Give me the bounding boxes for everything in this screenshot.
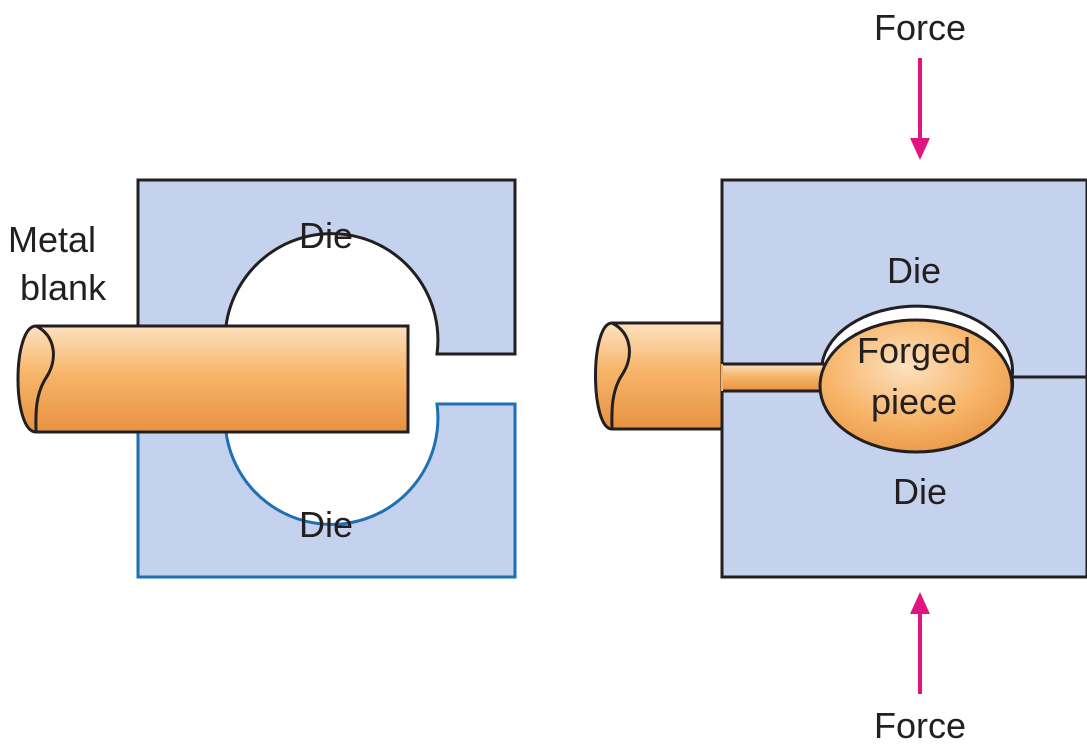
label-force-bottom: Force bbox=[874, 705, 966, 746]
forged-piece bbox=[818, 318, 1014, 454]
metal-blank bbox=[16, 324, 410, 434]
forged-stem-end-curve bbox=[610, 321, 631, 430]
metal-blank-end-curve bbox=[34, 324, 55, 433]
label-right-lower-die: Die bbox=[893, 471, 947, 512]
force-arrow-down bbox=[910, 58, 930, 160]
label-left-upper-die: Die bbox=[299, 215, 353, 256]
label-piece: piece bbox=[871, 381, 957, 422]
label-forged: Forged bbox=[857, 330, 971, 371]
label-metal: Metal bbox=[8, 219, 96, 260]
force-arrow-up bbox=[910, 592, 930, 694]
right-upper-die bbox=[720, 178, 1087, 379]
label-force-top: Force bbox=[874, 7, 966, 48]
left-upper-die bbox=[136, 178, 517, 356]
label-blank: blank bbox=[20, 267, 107, 308]
label-right-upper-die: Die bbox=[887, 250, 941, 291]
forged-neck bbox=[722, 362, 828, 393]
label-left-lower-die: Die bbox=[299, 504, 353, 545]
forged-stem bbox=[594, 321, 724, 431]
left-lower-die bbox=[136, 402, 517, 579]
